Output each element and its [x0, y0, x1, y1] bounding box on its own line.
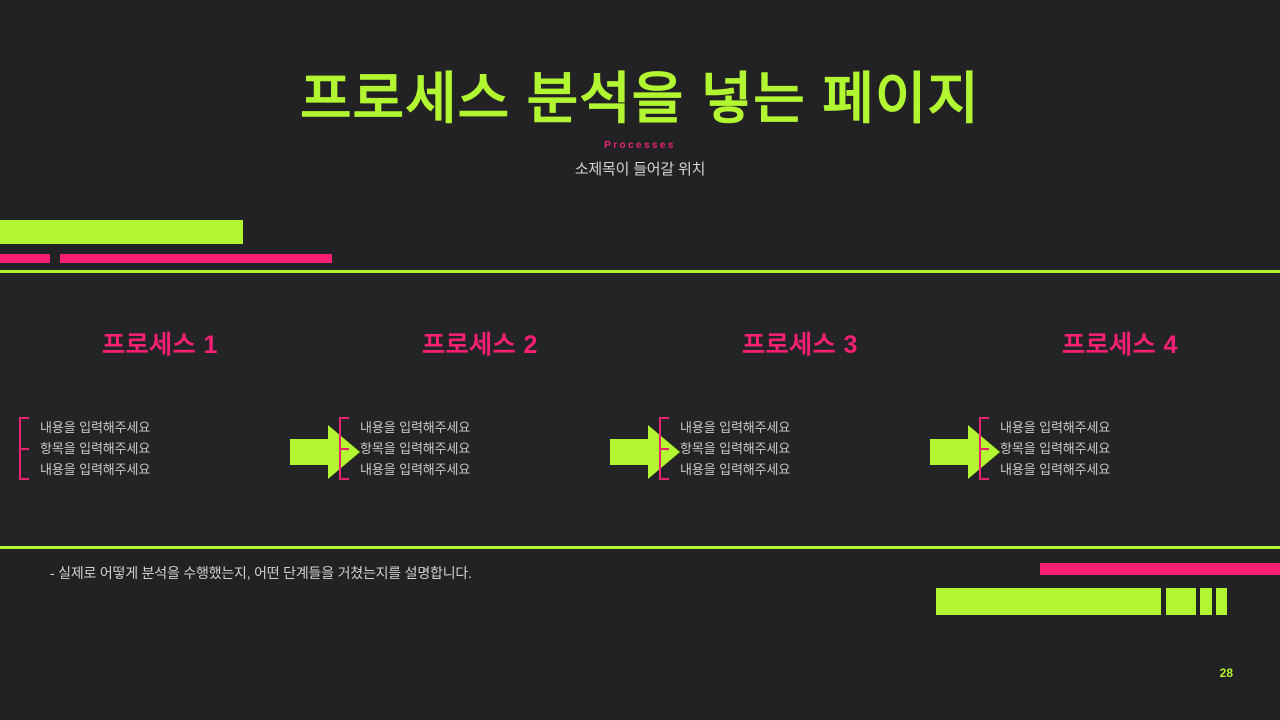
- decor-footer-green-bar-3: [1200, 588, 1212, 615]
- process-column-2[interactable]: 프로세스 2 내용을 입력해주세요 항목을 입력해주세요 내용을 입력해주세요: [320, 273, 680, 546]
- bullet-line: 항목을 입력해주세요: [680, 441, 791, 456]
- process-heading: 프로세스 3: [742, 331, 858, 359]
- arrow-right-icon: [610, 425, 680, 479]
- process-bullets: 내용을 입력해주세요 항목을 입력해주세요 내용을 입력해주세요: [979, 417, 1110, 480]
- divider-top: [0, 270, 1280, 273]
- arrow-right-icon: [930, 425, 1000, 479]
- bracket-icon: [19, 417, 31, 480]
- process-column-1[interactable]: 프로세스 1 내용을 입력해주세요 항목을 입력해주세요 내용을 입력해주세요: [0, 273, 360, 546]
- bullet-line: 내용을 입력해주세요: [40, 420, 151, 435]
- decor-footer-green-bar-4: [1216, 588, 1227, 615]
- page-number: 28: [1219, 666, 1233, 680]
- bullet-line: 내용을 입력해주세요: [360, 420, 471, 435]
- bracket-icon: [979, 417, 991, 480]
- process-panel: 프로세스 1 내용을 입력해주세요 항목을 입력해주세요 내용을 입력해주세요: [0, 273, 1280, 546]
- decor-pink-bar: [60, 254, 332, 263]
- bracket-icon: [659, 417, 671, 480]
- decor-footer-green-bar-2: [1166, 588, 1196, 615]
- process-columns: 프로세스 1 내용을 입력해주세요 항목을 입력해주세요 내용을 입력해주세요: [0, 273, 1280, 546]
- bullet-line: 항목을 입력해주세요: [1000, 441, 1111, 456]
- decor-pink-stub: [0, 254, 50, 263]
- arrow-right-icon: [290, 425, 360, 479]
- bullet-line: 내용을 입력해주세요: [1000, 462, 1111, 477]
- bullet-line: 내용을 입력해주세요: [360, 462, 471, 477]
- bullet-line: 항목을 입력해주세요: [360, 441, 471, 456]
- page-eyebrow-label: Processes: [604, 140, 676, 151]
- bullet-line: 내용을 입력해주세요: [680, 420, 791, 435]
- bullet-line: 항목을 입력해주세요: [40, 441, 151, 456]
- process-heading: 프로세스 2: [422, 331, 538, 359]
- decor-footer-green-bar-1: [936, 588, 1161, 615]
- page-subtitle: 소제목이 들어갈 위치: [574, 161, 706, 178]
- process-heading: 프로세스 1: [102, 331, 218, 359]
- decor-footer-pink-bar: [1040, 563, 1280, 575]
- process-bullets: 내용을 입력해주세요 항목을 입력해주세요 내용을 입력해주세요: [339, 417, 470, 480]
- process-bullets: 내용을 입력해주세요 항목을 입력해주세요 내용을 입력해주세요: [19, 417, 150, 480]
- slide-header: 프로세스 분석을 넣는 페이지 Processes 소제목이 들어갈 위치: [0, 0, 1280, 200]
- process-column-3[interactable]: 프로세스 3 내용을 입력해주세요 항목을 입력해주세요 내용을 입력해주세요: [640, 273, 1000, 546]
- process-column-4[interactable]: 프로세스 4 내용을 입력해주세요 항목을 입력해주세요 내용을 입력해주세요: [960, 273, 1280, 546]
- divider-bottom: [0, 546, 1280, 549]
- process-heading: 프로세스 4: [1062, 331, 1178, 359]
- bullet-line: 내용을 입력해주세요: [1000, 420, 1111, 435]
- bullet-line: 내용을 입력해주세요: [40, 462, 151, 477]
- bracket-icon: [339, 417, 351, 480]
- page-title: 프로세스 분석을 넣는 페이지: [300, 67, 980, 130]
- decor-green-bar: [0, 220, 243, 244]
- bullet-line: 내용을 입력해주세요: [680, 462, 791, 477]
- footer-note: - 실제로 어떻게 분석을 수행했는지, 어떤 단계들을 거쳤는지를 설명합니다…: [50, 565, 472, 581]
- process-bullets: 내용을 입력해주세요 항목을 입력해주세요 내용을 입력해주세요: [659, 417, 790, 480]
